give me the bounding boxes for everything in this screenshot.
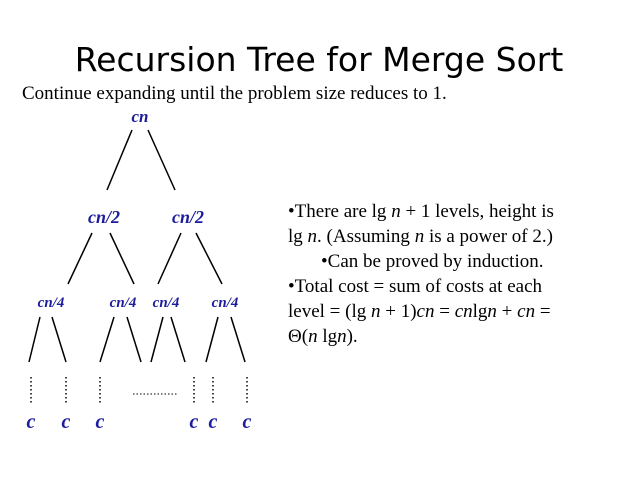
note-text: + bbox=[496, 301, 518, 322]
tree-edge bbox=[157, 232, 182, 285]
tree-node-level2: cn/4 bbox=[38, 295, 65, 311]
tree-edge bbox=[126, 316, 142, 363]
tree-leaf: c bbox=[190, 411, 199, 433]
note-text: is a power of 2.) bbox=[424, 226, 553, 247]
note-levels: •There are lg n + 1 levels, height is bbox=[288, 199, 628, 224]
tree-node-level2: cn/4 bbox=[212, 295, 239, 311]
note-text: lg bbox=[317, 326, 338, 347]
note-text: lg bbox=[288, 226, 308, 247]
note-var: n bbox=[391, 201, 401, 222]
tree-leaf: c bbox=[62, 411, 71, 433]
tree-edge bbox=[109, 232, 135, 285]
note-text: Θ( bbox=[288, 326, 309, 347]
tree-node-level1: cn/2 bbox=[88, 207, 120, 227]
note-text: = bbox=[535, 301, 551, 322]
note-var: n bbox=[487, 301, 497, 322]
tree-node-level2: cn/4 bbox=[153, 295, 180, 311]
tree-node-root: cn bbox=[132, 107, 149, 126]
note-var: cn bbox=[454, 301, 473, 322]
note-text: lg bbox=[472, 301, 488, 322]
note-height: lg n. (Assuming n is a power of 2.) bbox=[288, 224, 628, 249]
note-text: = bbox=[434, 301, 455, 322]
note-text: •There are lg bbox=[288, 201, 392, 222]
note-var: n bbox=[371, 301, 381, 322]
note-text: level = (lg bbox=[288, 301, 371, 322]
note-induction: •Can be proved by induction. bbox=[321, 251, 544, 272]
tree-edge bbox=[51, 316, 67, 363]
tree-edge bbox=[195, 232, 223, 285]
tree-node-level1: cn/2 bbox=[172, 207, 204, 227]
note-theta: Θ(n lgn). bbox=[288, 324, 628, 349]
tree-leaf: c bbox=[27, 411, 36, 433]
note-var: n bbox=[307, 226, 318, 247]
note-text: + 1) bbox=[380, 301, 417, 322]
note-var: n bbox=[414, 226, 425, 247]
slide-title: Recursion Tree for Merge Sort bbox=[74, 40, 564, 79]
note-text: ). bbox=[346, 326, 358, 347]
tree-edge bbox=[67, 232, 93, 285]
tree-edge bbox=[150, 316, 164, 363]
tree-edge bbox=[28, 316, 41, 363]
tree-node-level2: cn/4 bbox=[110, 295, 137, 311]
note-text: . (Assuming bbox=[317, 226, 415, 247]
notes-text: •There are lg n + 1 levels, height is lg… bbox=[288, 199, 628, 349]
tree-edge bbox=[147, 129, 176, 191]
tree-leaf: c bbox=[96, 411, 105, 433]
tree-edge bbox=[170, 316, 186, 363]
slide-subtitle: Continue expanding until the problem siz… bbox=[22, 83, 447, 104]
note-var: cn bbox=[416, 301, 435, 322]
note-total-cost: •Total cost = sum of costs at each bbox=[288, 276, 543, 297]
tree-edge bbox=[106, 129, 133, 191]
note-var: cn bbox=[517, 301, 536, 322]
note-var: n bbox=[337, 326, 347, 347]
note-text: + 1 levels, height is bbox=[400, 201, 554, 222]
tree-edge bbox=[205, 316, 219, 363]
tree-edge bbox=[99, 316, 115, 363]
tree-leaf: c bbox=[243, 411, 252, 433]
tree-edge bbox=[230, 316, 246, 363]
note-formula: level = (lg n + 1)cn = cnlgn + cn = bbox=[288, 299, 628, 324]
note-var: n bbox=[308, 326, 318, 347]
tree-leaf: c bbox=[209, 411, 218, 433]
